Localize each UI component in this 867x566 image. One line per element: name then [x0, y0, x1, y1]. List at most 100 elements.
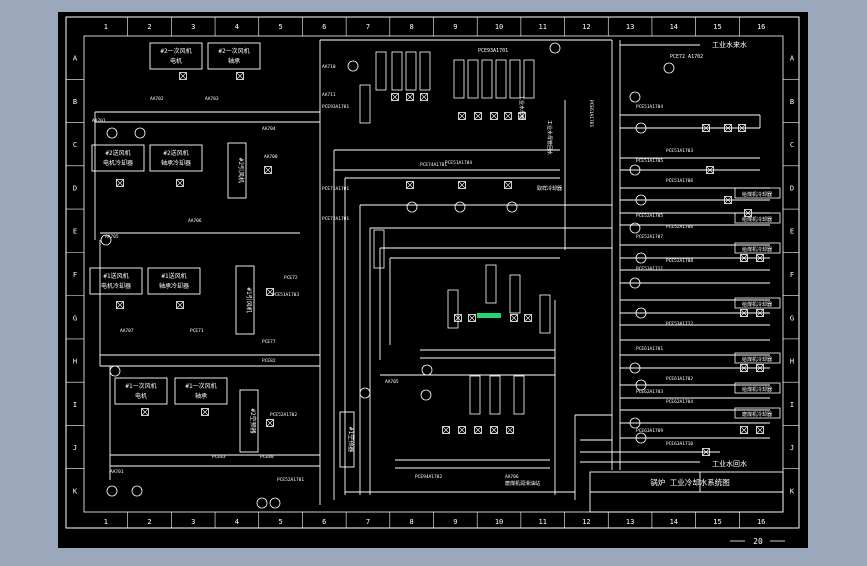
- pump-or-gauge-symbol: [359, 387, 371, 399]
- valve-symbol: [116, 301, 124, 309]
- valve-symbol: [740, 309, 748, 317]
- valve-cross: [740, 254, 748, 262]
- right-branch-tag: PCE61A1702: [666, 376, 693, 382]
- valve-tag: PCE51A1703: [272, 292, 299, 298]
- cooler-box: [489, 375, 501, 415]
- cooler-box: [469, 375, 481, 415]
- fan-cooler-label-line1: #1一次风机: [185, 382, 216, 390]
- valve-cross: [756, 254, 764, 262]
- valve-symbol: [468, 314, 476, 322]
- right-branch-tag: PCE61A1701: [636, 346, 663, 352]
- valve-cross: [406, 181, 414, 189]
- valve-symbol: [179, 72, 187, 80]
- valve-tag: AA710: [322, 64, 336, 70]
- grid-ticks: [66, 17, 799, 528]
- cooler-box: [419, 51, 431, 91]
- pump-or-gauge-symbol: [269, 497, 281, 509]
- valve-tag: AA701: [92, 118, 106, 124]
- highlighted-pipe-segment: [477, 313, 501, 318]
- valve-cross: [201, 408, 209, 416]
- cooler-box: [467, 59, 479, 99]
- column-number-top: 3: [191, 23, 195, 31]
- column-number-bottom: 16: [757, 518, 765, 526]
- right-equipment-label: 给煤机冷却器: [742, 191, 772, 198]
- column-number-top: 13: [626, 23, 634, 31]
- valve-symbol: [756, 309, 764, 317]
- valve-tag: AA706: [505, 474, 519, 480]
- row-letter-left: C: [73, 141, 77, 149]
- pump-or-gauge-symbol: [635, 307, 647, 319]
- fan-cooler-label-line2: 电机: [170, 57, 182, 65]
- fan-cooler-label-line1: #1一次风机: [125, 382, 156, 390]
- cooler-box: [359, 84, 371, 124]
- valve-cross: [474, 112, 482, 120]
- valve-tag: AA704: [262, 126, 276, 132]
- pump-or-gauge-symbol: [635, 379, 647, 391]
- column-number-bottom: 14: [670, 518, 678, 526]
- cooler-box: [453, 59, 465, 99]
- valve-cross: [702, 448, 710, 456]
- page-number: 20: [753, 537, 763, 546]
- valve-symbol: [744, 209, 752, 217]
- row-letter-right: G: [790, 314, 794, 322]
- valve-symbol: [740, 254, 748, 262]
- column-number-bottom: 3: [191, 518, 195, 526]
- valve-symbol: [490, 112, 498, 120]
- centre-label: 工业水母管回水: [546, 120, 553, 155]
- valve-symbol: [458, 112, 466, 120]
- valve-tag: AA701: [110, 469, 124, 475]
- valve-cross: [458, 426, 466, 434]
- valve-cross: [706, 166, 714, 174]
- cooler-box: [539, 294, 551, 334]
- fan-cooler-box: [91, 144, 145, 172]
- row-letter-right: A: [790, 55, 795, 63]
- valve-symbol: [458, 426, 466, 434]
- column-number-bottom: 9: [453, 518, 457, 526]
- vertical-equipment-label: #2引风机: [237, 158, 245, 183]
- row-letter-right: B: [790, 98, 794, 106]
- valve-cross: [724, 196, 732, 204]
- valve-cross: [740, 309, 748, 317]
- row-letter-right: K: [790, 487, 795, 495]
- row-letter-right: C: [790, 141, 794, 149]
- valve-tag: PCE71A1701: [322, 186, 349, 192]
- valve-symbol: [724, 124, 732, 132]
- right-branch-tag: PCE62A1704: [666, 399, 693, 405]
- right-branch-tag: PCE51A1703: [666, 148, 693, 154]
- column-number-top: 5: [278, 23, 282, 31]
- valve-tag: PCE72A1701: [322, 216, 349, 222]
- pump-or-gauge-symbol: [663, 62, 675, 74]
- valve-tag: PCE61A1701: [588, 100, 594, 127]
- pump-or-gauge-symbol: [635, 122, 647, 134]
- cooler-box: [495, 59, 507, 99]
- column-number-top: 4: [235, 23, 239, 31]
- column-number-bottom: 13: [626, 518, 634, 526]
- valve-tag: PCE51A1704: [445, 160, 472, 166]
- valve-symbol: [706, 166, 714, 174]
- column-number-top: 16: [757, 23, 765, 31]
- right-branch-tag: PCE51A1704: [636, 104, 663, 110]
- valve-symbol: [756, 364, 764, 372]
- column-number-bottom: 10: [495, 518, 503, 526]
- cooler-box: [375, 51, 387, 91]
- row-letter-left: H: [73, 358, 77, 366]
- pump-or-gauge-symbol: [420, 389, 432, 401]
- pump-or-gauge-symbol: [134, 127, 146, 139]
- column-number-bottom: 15: [713, 518, 721, 526]
- valve-tag: PCE83: [212, 454, 226, 460]
- right-branch-tag: PCE51A1706: [666, 178, 693, 184]
- cooler-box: [391, 51, 403, 91]
- row-letter-left: A: [73, 55, 78, 63]
- valve-tag: AA702: [150, 96, 164, 102]
- column-number-top: 14: [670, 23, 678, 31]
- fan-cooler-box: [147, 267, 201, 295]
- column-number-bottom: 5: [278, 518, 282, 526]
- vertical-equipment-label: #1引风机: [245, 287, 253, 312]
- column-number-bottom: 6: [322, 518, 326, 526]
- centre-label: 磨煤机润滑油站: [505, 480, 540, 487]
- fan-cooler-box: [207, 42, 261, 70]
